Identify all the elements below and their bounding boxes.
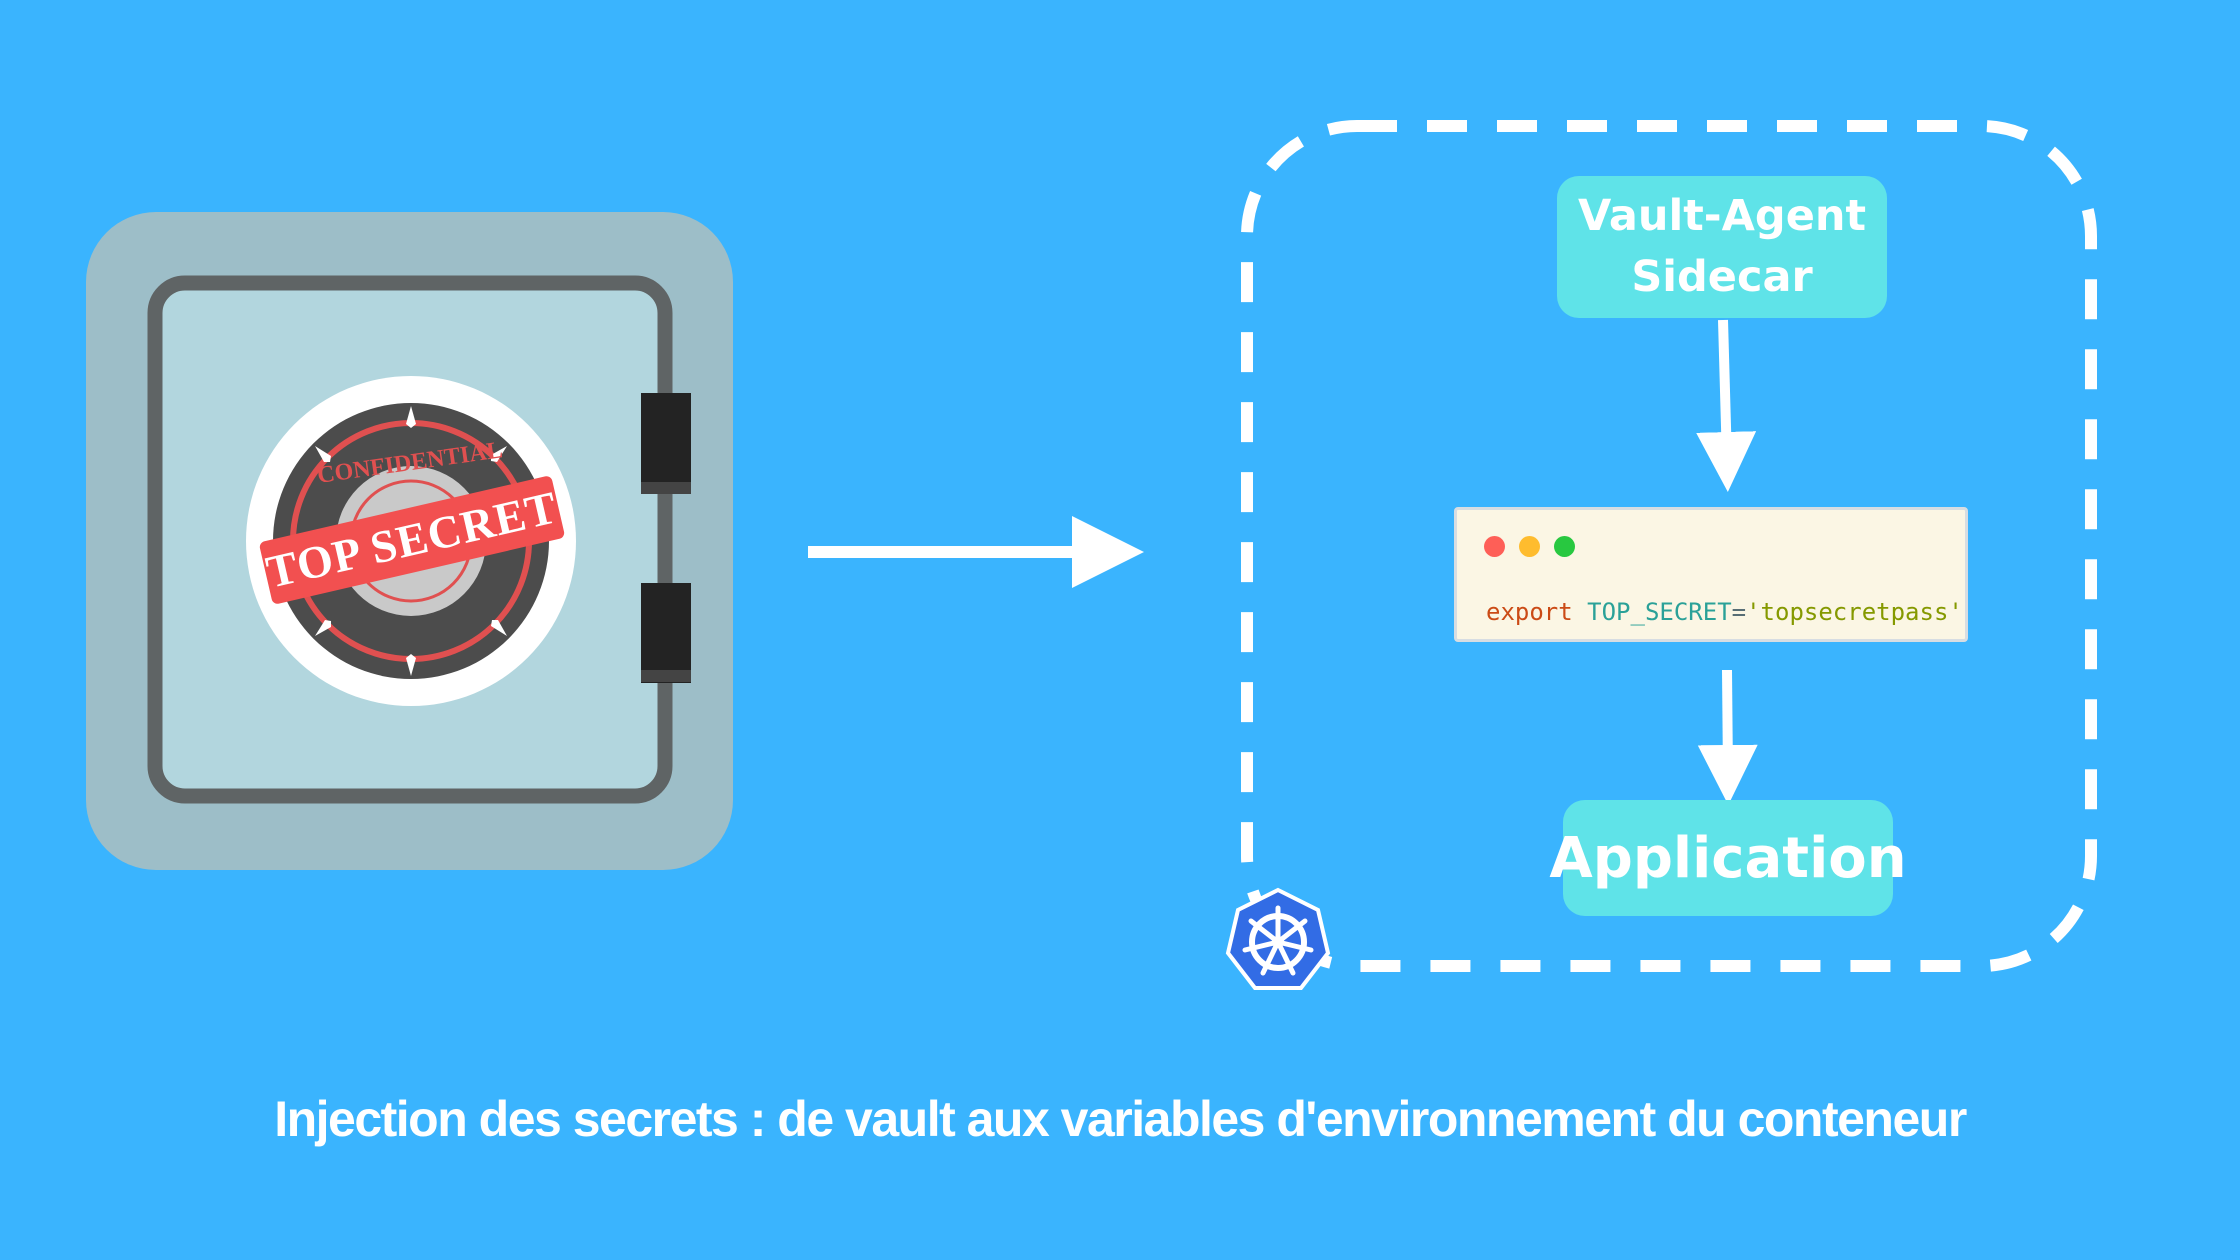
application-label: Application [1549, 825, 1907, 891]
minimize-dot-icon [1519, 536, 1540, 557]
diagram-caption: Injection des secrets : de vault aux var… [274, 1091, 1967, 1147]
sidecar-label-line1: Vault-Agent [1577, 191, 1867, 241]
maximize-dot-icon [1554, 536, 1575, 557]
code-variable: TOP_SECRET [1587, 598, 1732, 626]
code-operator: = [1731, 598, 1747, 626]
arrow-terminal-to-application [1697, 669, 1758, 805]
application-node: Application [1549, 800, 1907, 916]
vault-agent-sidecar-node: Vault-Agent Sidecar [1557, 176, 1887, 318]
kubernetes-icon [1225, 887, 1331, 990]
sidecar-label-line2: Sidecar [1631, 252, 1813, 302]
code-string: 'topsecretpass' [1746, 598, 1963, 626]
terminal-code-line: export TOP_SECRET='topsecretpass' [1486, 598, 1963, 626]
code-keyword: export [1486, 598, 1573, 626]
terminal-window: export TOP_SECRET='topsecretpass' [1454, 507, 1968, 642]
close-dot-icon [1484, 536, 1505, 557]
pod-boundary [1241, 120, 2097, 972]
arrow-sidecar-to-terminal [1696, 319, 1757, 492]
